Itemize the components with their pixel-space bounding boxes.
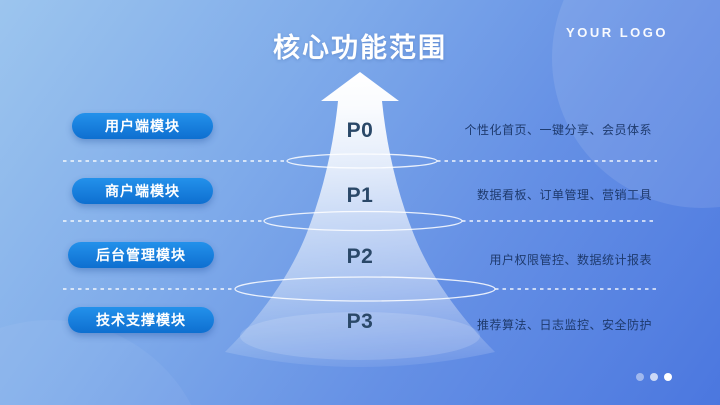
page-dot-2[interactable]: [650, 373, 658, 381]
module-pill-p2-label: 后台管理模块: [96, 247, 186, 263]
module-pill-p1: 商户端模块: [72, 178, 213, 204]
page-dot-1[interactable]: [636, 373, 644, 381]
level-features-p2: 用户权限管控、数据统计报表: [489, 253, 652, 267]
level-label-p0: P0: [346, 119, 374, 142]
module-pill-p0-label: 用户端模块: [105, 118, 180, 134]
module-pill-p0: 用户端模块: [72, 113, 213, 139]
pagination-dots: [636, 373, 672, 381]
funnel-arrow-shape: [225, 72, 495, 367]
level-features-p0: 个性化首页、一键分享、会员体系: [464, 123, 652, 137]
module-pill-p2: 后台管理模块: [68, 242, 214, 268]
page-dot-3-active[interactable]: [664, 373, 672, 381]
level-label-p1: P1: [346, 184, 374, 207]
module-pill-p1-label: 商户端模块: [105, 183, 180, 199]
module-pill-p3-label: 技术支撑模块: [96, 312, 186, 328]
funnel-base-highlight: [240, 312, 480, 360]
module-pill-p3: 技术支撑模块: [68, 307, 214, 333]
dashed-separator-lines: [63, 160, 657, 290]
level-label-p2: P2: [346, 245, 374, 268]
level-label-p3: P3: [346, 310, 374, 333]
level-divider-rings: [234, 153, 496, 302]
page-title: 核心功能范围: [273, 33, 447, 63]
level-features-p3: 推荐算法、日志监控、安全防护: [476, 318, 652, 332]
level-features-p1: 数据看板、订单管理、营销工具: [476, 188, 652, 202]
logo-text: YOUR LOGO: [566, 25, 668, 40]
